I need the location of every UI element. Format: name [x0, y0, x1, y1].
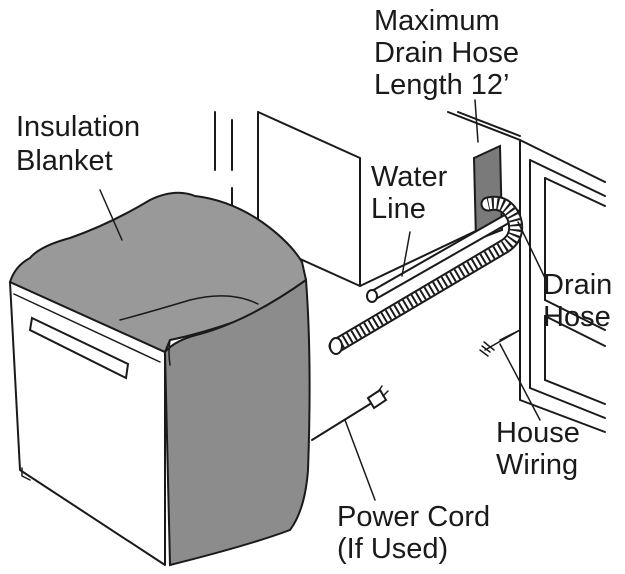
leader-drain-hose: [517, 221, 546, 279]
label-water-2: Line: [371, 193, 426, 225]
labels: Maximum Drain Hose Length 12’ Insulation…: [16, 5, 612, 565]
water-line: [366, 214, 511, 303]
label-insulation-2: Blanket: [16, 145, 113, 177]
leader-insulation: [99, 189, 123, 241]
leader-water-line: [401, 231, 411, 277]
back-panel: [472, 144, 504, 242]
power-plug: [366, 388, 388, 410]
drain-hose: [328, 195, 524, 355]
door-handle: [28, 316, 130, 380]
label-house-2: Wiring: [496, 449, 578, 481]
power-cord: [311, 403, 371, 441]
label-water-1: Water: [371, 161, 448, 193]
label-max-hose-2: Drain Hose: [374, 37, 519, 69]
label-power-2: (If Used): [337, 533, 448, 565]
label-power-1: Power Cord: [337, 501, 490, 533]
leader-house-wiring: [499, 343, 541, 421]
label-drain-2: Hose: [543, 301, 611, 333]
leader-lines: [99, 99, 546, 501]
cabinet-opening: [214, 111, 606, 433]
label-insulation-1: Insulation: [16, 111, 140, 143]
label-drain-1: Drain: [543, 269, 612, 301]
label-max-hose-1: Maximum: [374, 5, 500, 37]
label-house-1: House: [496, 417, 580, 449]
leader-max-hose: [474, 99, 479, 143]
leader-power-cord: [344, 419, 376, 501]
blanket-top: [8, 191, 308, 354]
label-max-hose-3: Length 12’: [374, 69, 509, 101]
insulation-blanket: [8, 191, 311, 567]
blanket-side: [163, 278, 311, 567]
house-wiring: [479, 329, 521, 357]
